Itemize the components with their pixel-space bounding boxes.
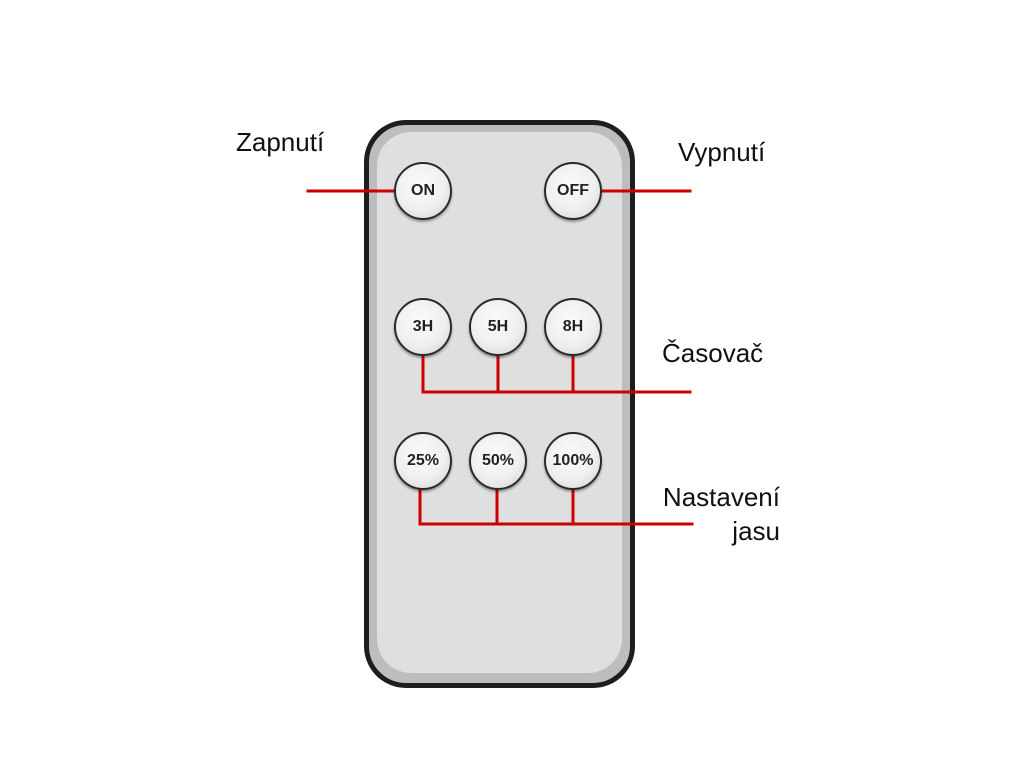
timer-8h-button[interactable]: 8H <box>544 298 602 356</box>
brightness-100-button[interactable]: 100% <box>544 432 602 490</box>
off-callout-label: Vypnutí <box>678 137 766 167</box>
brightness-callout-line2: jasu <box>732 515 780 546</box>
brightness-callout-line1: Nastavení <box>662 482 780 512</box>
on-callout-label: Zapnutí <box>236 127 325 157</box>
brightness-25-button[interactable]: 25% <box>394 432 452 490</box>
brightness-50-button[interactable]: 50% <box>469 432 527 490</box>
brightness-callout-label: Nastavení jasu <box>652 481 780 549</box>
timer-3h-button[interactable]: 3H <box>394 298 452 356</box>
remote-control <box>364 120 635 688</box>
off-button[interactable]: OFF <box>544 162 602 220</box>
timer-callout-label: Časovač <box>662 338 764 368</box>
on-button[interactable]: ON <box>394 162 452 220</box>
remote-face <box>377 132 622 673</box>
timer-5h-button[interactable]: 5H <box>469 298 527 356</box>
